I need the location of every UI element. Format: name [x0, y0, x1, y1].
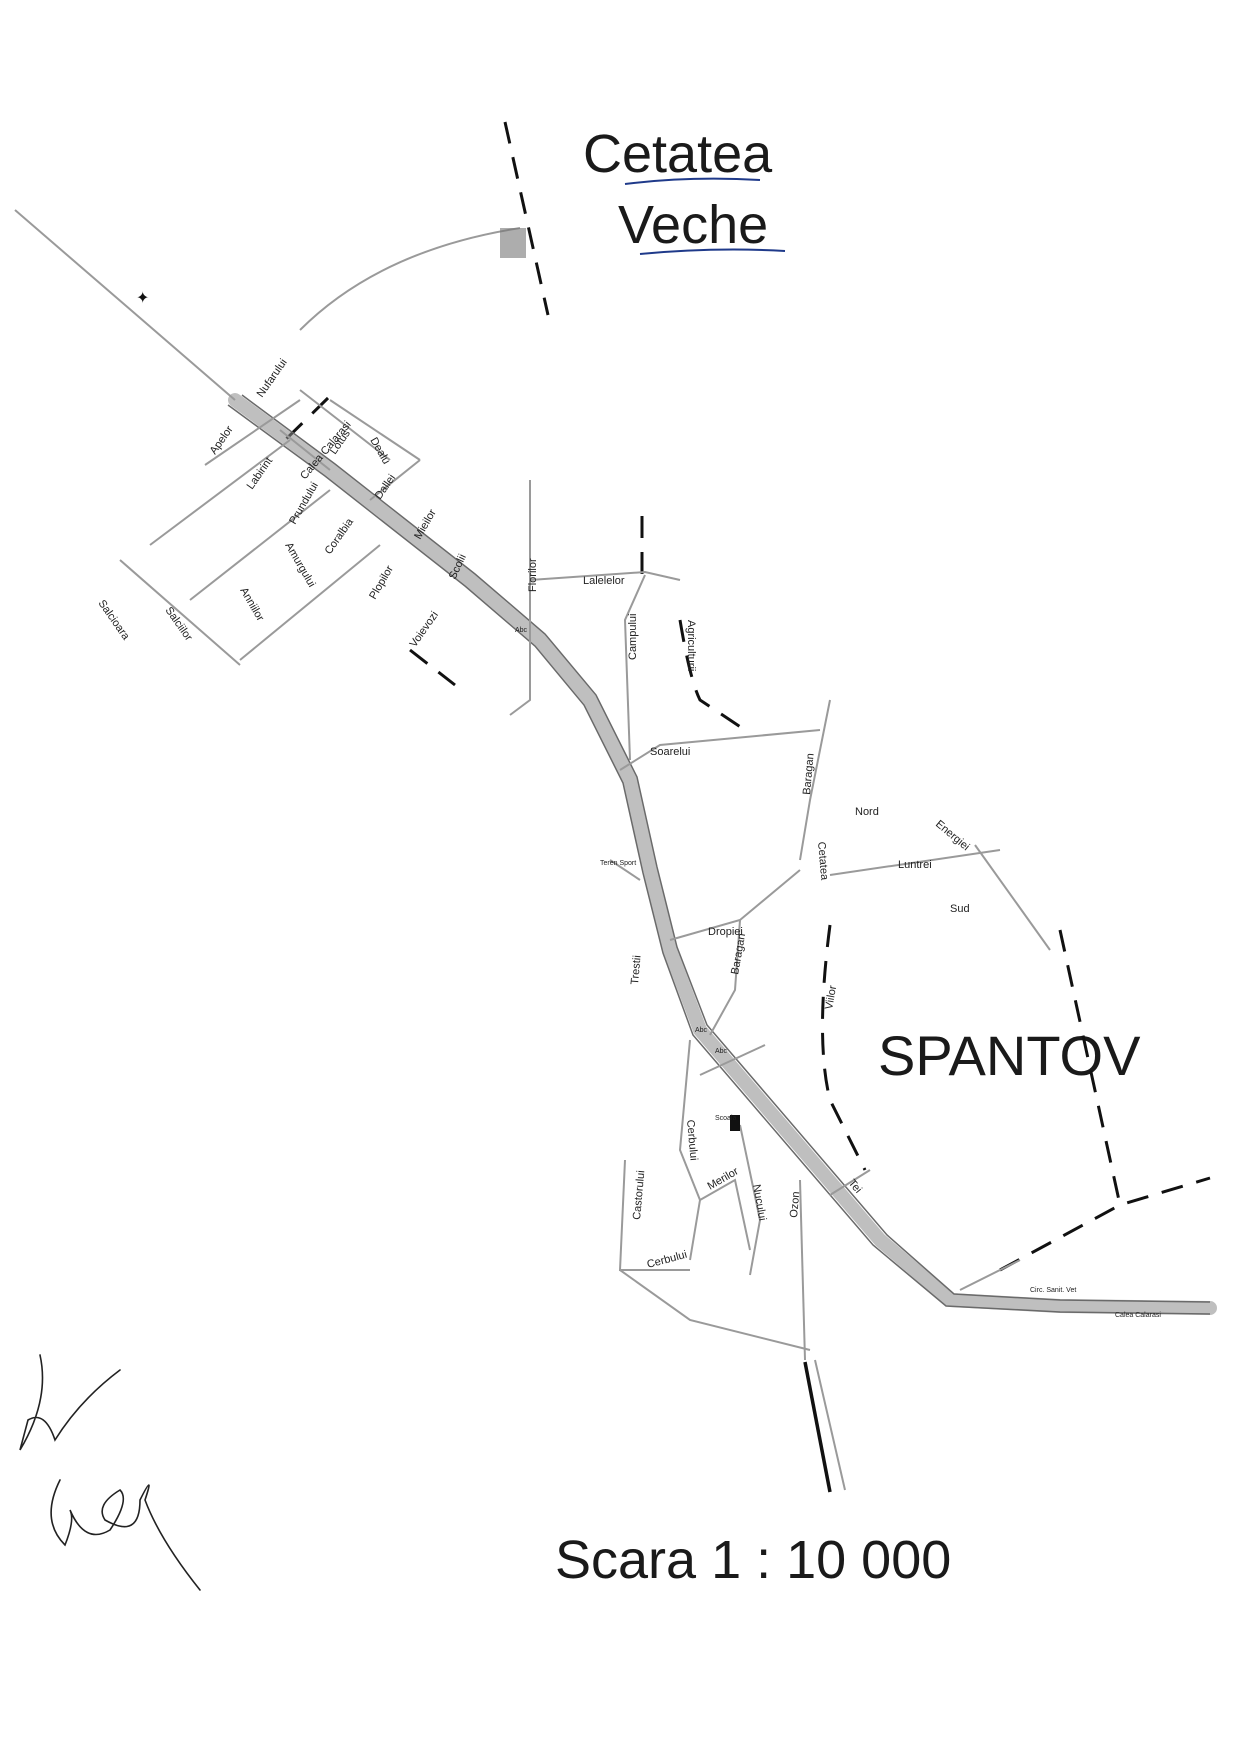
- road-tei: [829, 1169, 871, 1196]
- road-nufarului: [299, 227, 521, 331]
- street-label: Circ. Sanit. Vet: [1030, 1287, 1076, 1294]
- street-label: Luntrei: [898, 859, 932, 871]
- secondary-roads: [14, 209, 1051, 1491]
- street-label: Viilor: [823, 984, 839, 1010]
- star-marker-icon: ✦: [136, 290, 149, 307]
- road-ozon: [799, 1179, 806, 1361]
- road-nucului: [739, 1124, 762, 1276]
- street-label: Scoala: [715, 1115, 737, 1122]
- street-labels: Nufarului Apelor Labirint Lotus Dealu Ca…: [96, 357, 1162, 1319]
- road-abc: [699, 1044, 766, 1076]
- street-label: Agriculturii: [685, 620, 697, 671]
- street-label: Cetatea: [815, 841, 830, 881]
- place-name: SPANTOV: [878, 1024, 1141, 1087]
- street-label: Campului: [627, 614, 639, 660]
- street-label: Labirint: [245, 455, 276, 491]
- boundary-agric: [678, 619, 746, 732]
- boundary-north: [503, 121, 550, 316]
- scale-label: Scara 1 : 10 000: [555, 1530, 951, 1590]
- road-circ: [959, 1259, 1021, 1291]
- road-baragan-2: [709, 919, 741, 1036]
- road-energiei: [974, 844, 1051, 951]
- street-label: Cerbului: [646, 1249, 689, 1271]
- street-label: Nucului: [750, 1183, 768, 1221]
- street-label: Apelor: [208, 424, 236, 457]
- street-label: Nufarului: [255, 357, 290, 400]
- street-label: Voievozi: [408, 609, 441, 649]
- title-underline-1: [624, 177, 761, 185]
- street-label: Nord: [855, 806, 879, 818]
- map-title: Cetatea Veche: [583, 124, 786, 255]
- street-label: Castorului: [631, 1170, 647, 1220]
- street-label: Coralbia: [323, 516, 357, 557]
- title-line-1: Cetatea: [583, 124, 773, 184]
- street-label: Anniilor: [237, 586, 266, 624]
- street-label: Energiei: [933, 818, 972, 853]
- street-label: Plopilor: [367, 563, 396, 601]
- title-line-2: Veche: [618, 195, 768, 255]
- main-road-calea-calarasi: [227, 393, 1217, 1315]
- street-label: Baragan: [729, 932, 748, 975]
- street-label: Baragan: [801, 753, 817, 795]
- road-soarelui: [619, 729, 821, 771]
- road-northwest: [14, 209, 236, 401]
- road-cerbului: [678, 1039, 702, 1261]
- title-underline-2: [639, 248, 786, 255]
- street-label: Cerbului: [684, 1119, 700, 1161]
- street-label: Amurgului: [282, 541, 317, 590]
- road-campului: [623, 574, 646, 761]
- street-label: Ozon: [788, 1191, 802, 1218]
- street-label: Salcioara: [96, 598, 133, 643]
- handwritten-signature: [19, 1354, 201, 1591]
- street-label: Abc: [715, 1048, 728, 1055]
- street-label: Soarelui: [650, 746, 690, 758]
- road-luntrei: [829, 849, 1001, 876]
- street-label: Teren Sport: [600, 860, 636, 867]
- street-label: Sud: [950, 903, 970, 915]
- boundary-viilor: [821, 924, 867, 1171]
- street-label: Lalelelor: [583, 575, 625, 587]
- road-lalelelor: [529, 570, 681, 581]
- street-label: Prundului: [287, 480, 321, 526]
- street-label: Trestii: [629, 955, 644, 985]
- boundary-west: [409, 648, 456, 687]
- street-label: Dallei: [373, 472, 399, 501]
- square-marker-icon: [500, 228, 526, 258]
- road-baragan: [799, 699, 831, 861]
- street-label: Abc: [695, 1027, 708, 1034]
- boundary-east: [1058, 929, 1122, 1206]
- road-merilor: [699, 1178, 751, 1251]
- boundary-south: [803, 1361, 832, 1493]
- street-label: Dropiei: [708, 926, 743, 938]
- school-marker-icon: [730, 1115, 740, 1131]
- street-label: Calea Calarasi: [1115, 1312, 1161, 1319]
- boundary-southeast: [999, 1176, 1211, 1272]
- street-label: Abc: [515, 627, 528, 634]
- street-label: Florilor: [527, 558, 539, 592]
